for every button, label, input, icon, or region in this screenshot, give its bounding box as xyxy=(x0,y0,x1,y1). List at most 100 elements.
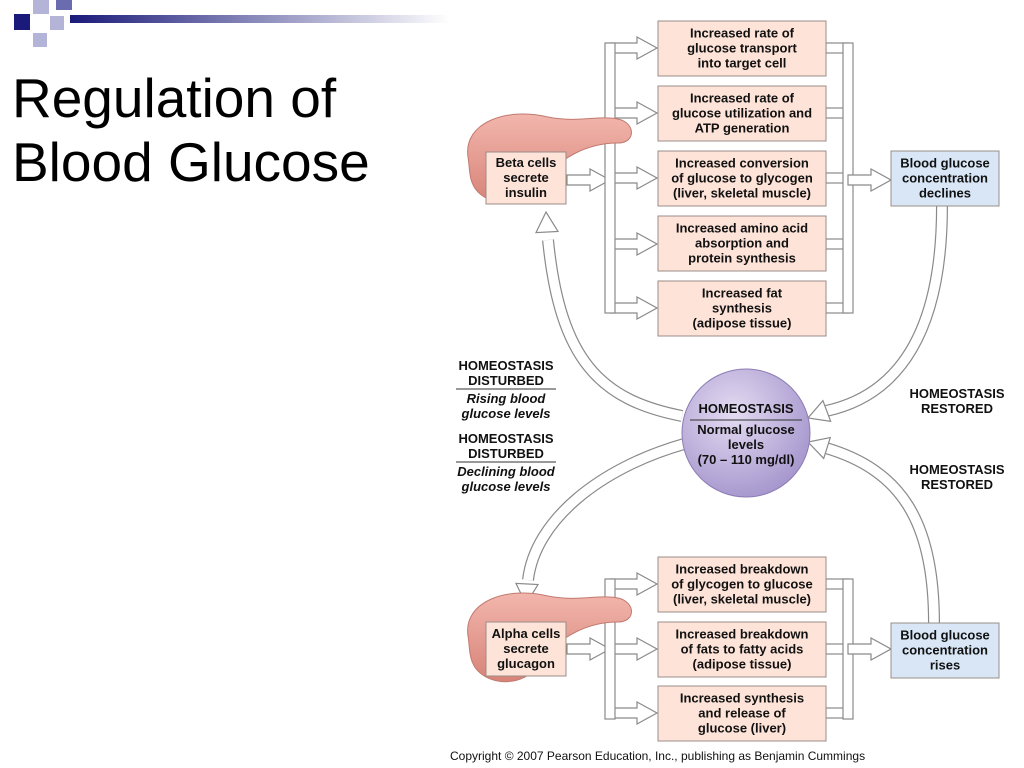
title-line-1: Regulation of xyxy=(12,67,337,129)
insulin-effect-box-5-line: (adipose tissue) xyxy=(693,316,792,331)
glucagon-effect-box-1-line: (liver, skeletal muscle) xyxy=(673,592,811,607)
blood-glucose-rises-box-line: Blood glucose xyxy=(900,628,990,643)
label-restored-bottom-line: HOMEOSTASIS xyxy=(909,462,1004,477)
glucagon-effect-box-3-line: Increased synthesis xyxy=(680,691,804,706)
insulin-effect-box-3-line: (liver, skeletal muscle) xyxy=(673,186,811,201)
arrow-to-insulin-effect-1 xyxy=(609,35,659,61)
insulin-effect-box-1-line: Increased rate of xyxy=(690,26,795,41)
label-disturbed-rising-detail: glucose levels xyxy=(461,406,551,421)
arrow-alpha-to-trunk xyxy=(566,636,612,662)
insulin-effect-box-1-line: into target cell xyxy=(698,56,787,71)
deco-square-light xyxy=(33,33,47,47)
glucagon-effect-box-1-line: of glycogen to glucose xyxy=(671,577,813,592)
label-restored-top-line: RESTORED xyxy=(921,401,993,416)
band-rises-to-homeo-fill xyxy=(824,443,939,624)
blood-glucose-rises-box-rect xyxy=(890,622,1000,679)
glucagon-effect-box-3-rect xyxy=(657,685,827,742)
arrow-to-insulin-effect-4 xyxy=(609,231,659,257)
insulin-effect-box-5-rect xyxy=(657,280,827,337)
blood-glucose-declines-box-line: declines xyxy=(919,186,971,201)
alpha-cells-box-line: secrete xyxy=(503,641,549,656)
homeostasis-title: HOMEOSTASIS xyxy=(698,401,793,416)
insulin-effect-box-2-line: ATP generation xyxy=(695,121,790,136)
insulin-effect-box-5-line: Increased fat xyxy=(702,286,783,301)
label-disturbed-rising-heading: HOMEOSTASIS xyxy=(458,358,553,373)
arrow-to-insulin-effect-3 xyxy=(609,165,659,191)
beta-cells-box-line: insulin xyxy=(505,185,547,200)
glucagon-effect-box-2-line: (adipose tissue) xyxy=(693,657,792,672)
insulin-effect-box-4-line: absorption and xyxy=(695,236,789,251)
blood-glucose-declines-box-line: Blood glucose xyxy=(900,156,990,171)
blood-glucose-declines-box-line: concentration xyxy=(902,171,988,186)
homeostasis-line: levels xyxy=(728,437,764,452)
label-disturbed-rising-detail: Rising blood xyxy=(467,391,547,406)
glucagon-effect-box-3-line: and release of xyxy=(698,706,786,721)
blood-glucose-declines-box-rect xyxy=(890,150,1000,207)
alpha-cells-box-line: Alpha cells xyxy=(492,626,561,641)
insulin-effect-box-2-line: glucose utilization and xyxy=(672,106,812,121)
insulin-effect-box-3-line: Increased conversion xyxy=(675,156,809,171)
blood-glucose-rises-box-line: concentration xyxy=(902,643,988,658)
arrow-beta-to-trunk xyxy=(566,167,612,193)
slide-title: Regulation of Blood Glucose xyxy=(12,66,442,194)
label-disturbed-declining-heading: HOMEOSTASIS xyxy=(458,431,553,446)
insulin-effect-box-4-line: protein synthesis xyxy=(688,251,796,266)
insulin-effect-box-5-line: synthesis xyxy=(712,301,772,316)
insulin-effect-box-1-line: glucose transport xyxy=(687,41,797,56)
beta-cells-box-line: secrete xyxy=(503,170,549,185)
glucagon-effect-box-2-rect xyxy=(657,621,827,678)
beta-cells-box-rect xyxy=(485,151,567,205)
deco-square-light xyxy=(33,0,49,14)
arrow-to-insulin-effect-5 xyxy=(609,295,659,321)
arrow-to-glucagon-effect-1 xyxy=(609,571,659,597)
label-disturbed-rising-heading: DISTURBED xyxy=(468,373,544,388)
insulin-trunk xyxy=(604,42,616,314)
arrow-to-glucagon-effect-3 xyxy=(609,700,659,726)
label-restored-bottom-line: RESTORED xyxy=(921,477,993,492)
label-restored-top-line: HOMEOSTASIS xyxy=(909,386,1004,401)
deco-square-mid xyxy=(56,0,72,10)
band-homeo-to-alpha-fill xyxy=(523,439,686,581)
label-disturbed-declining-detail: glucose levels xyxy=(461,479,551,494)
alpha-cells-box-rect xyxy=(485,621,567,677)
glucagon-effect-box-2-line: of fats to fatty acids xyxy=(681,642,804,657)
homeostasis-line: (70 – 110 mg/dl) xyxy=(698,452,795,467)
beta-cells-box-line: Beta cells xyxy=(496,155,557,170)
deco-square-dark xyxy=(14,14,30,30)
insulin-effect-box-3-line: of glucose to glycogen xyxy=(671,171,813,186)
insulin-effect-box-4-line: Increased amino acid xyxy=(676,221,808,236)
homeostasis-line: Normal glucose xyxy=(697,422,795,437)
head-homeo-to-beta xyxy=(535,210,560,234)
insulin-effect-box-4-rect xyxy=(657,215,827,272)
arrows-layer xyxy=(515,35,948,726)
glucagon-trunk xyxy=(604,578,616,720)
band-homeo-to-beta-fill xyxy=(543,239,683,421)
glucagon-effect-box-1-line: Increased breakdown xyxy=(676,562,809,577)
head-declines-to-homeo xyxy=(806,399,832,423)
deco-gradient-bar xyxy=(70,15,450,23)
homeostasis-circle-shape xyxy=(681,368,811,498)
label-disturbed-declining-detail: Declining blood xyxy=(457,464,556,479)
insulin-effect-box-2-rect xyxy=(657,85,827,142)
glucagon-effect-box-2-line: Increased breakdown xyxy=(676,627,809,642)
arrow-to-declines xyxy=(847,167,893,193)
